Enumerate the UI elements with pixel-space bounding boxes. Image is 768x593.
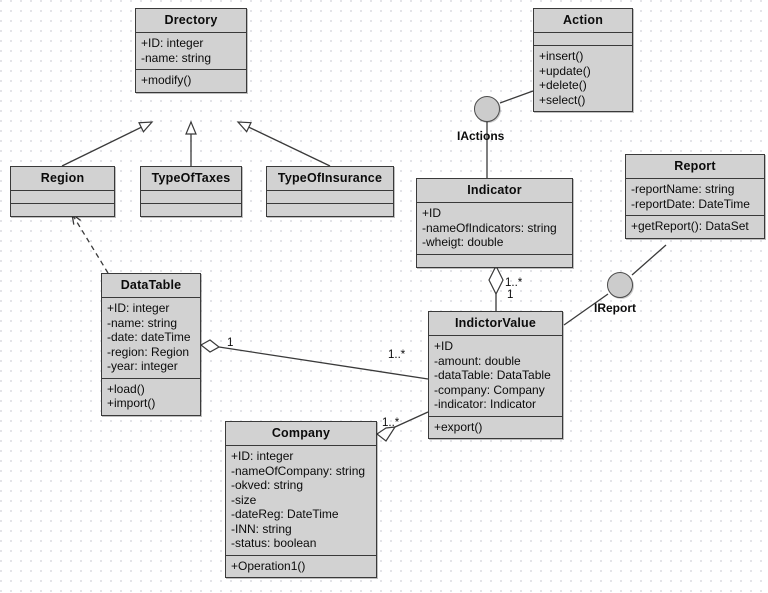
operation: +import() [107,396,156,410]
class-operations-action: +insert()+update()+delete()+select() [534,46,632,111]
class-name-indicator: Indicator [417,179,572,203]
uml-class-indicator[interactable]: Indicator+ID-nameOfIndicators: string-wh… [416,178,573,268]
attribute: -name: string [141,50,212,65]
attribute: -INN: string [231,521,292,536]
attribute: -company: Company [434,382,545,397]
uml-class-datatable[interactable]: DataTable+ID: integer-name: string-date:… [101,273,201,416]
operation: +insert() [539,49,584,63]
class-name-report: Report [626,155,764,179]
rel-region-generalization [61,121,154,167]
class-name-region: Region [11,167,114,191]
class-operations-indictorvalue: +export() [429,417,562,439]
operation: +update() [539,63,591,78]
interface-lollipop-ireport[interactable] [607,272,633,298]
class-attributes-indicator: +ID-nameOfIndicators: string-wheigt: dou… [417,203,572,255]
uml-class-indictorvalue[interactable]: IndictorValue+ID-amount: double-dataTabl… [428,311,563,439]
class-attributes-region [11,191,114,204]
class-operations-drectory: +modify() [136,70,246,92]
attribute: +ID: integer [141,36,204,50]
uml-class-company[interactable]: Company+ID: integer-nameOfCompany: strin… [225,421,377,578]
mult-datatable-1: 1 [227,337,234,349]
class-operations-company: +Operation1() [226,556,376,578]
uml-class-typeofinsurance[interactable]: TypeOfInsurance [266,166,394,217]
class-name-action: Action [534,9,632,33]
class-name-typeoftaxes: TypeOfTaxes [141,167,241,191]
class-name-indictorvalue: IndictorValue [429,312,562,336]
attribute: +ID: integer [231,449,294,463]
attribute: -dateReg: DateTime [231,507,339,521]
interface-label-ireport: IReport [594,301,636,315]
attribute: -reportName: string [631,182,735,196]
uml-class-drectory[interactable]: Drectory+ID: integer-name: string+modify… [135,8,247,93]
class-name-drectory: Drectory [136,9,246,33]
attribute: -wheigt: double [422,235,504,249]
class-operations-indicator [417,255,572,267]
attribute: +ID [434,339,454,353]
mult-company-1: 1..* [382,417,400,429]
rel-report-ireport [631,244,667,276]
operation: +Operation1() [231,558,306,573]
class-attributes-typeofinsurance [267,191,393,204]
operation: +delete() [539,78,587,92]
uml-class-report[interactable]: Report-reportName: string-reportDate: Da… [625,154,765,239]
operation: +select() [539,92,586,107]
rel-indicator-indictorvalue-aggregation [488,264,504,311]
class-name-company: Company [226,422,376,446]
operation: +export() [434,419,483,434]
class-operations-typeoftaxes [141,204,241,216]
attribute: -nameOfIndicators: string [422,220,557,235]
class-attributes-company: +ID: integer-nameOfCompany: string-okved… [226,446,376,556]
uml-class-typeoftaxes[interactable]: TypeOfTaxes [140,166,242,217]
class-operations-report: +getReport(): DataSet [626,216,764,238]
class-operations-datatable: +load()+import() [102,379,200,415]
attribute: -indicator: Indicator [434,397,537,411]
attribute: -name: string [107,315,178,330]
attribute: -size [231,492,257,507]
operation: +load() [107,381,145,396]
class-attributes-drectory: +ID: integer-name: string [136,33,246,70]
uml-class-region[interactable]: Region [10,166,115,217]
rel-datatable-region-dependency [71,212,109,274]
class-name-typeofinsurance: TypeOfInsurance [267,167,393,191]
attribute: -reportDate: DateTime [631,196,750,211]
class-attributes-indictorvalue: +ID-amount: double-dataTable: DataTable-… [429,336,562,417]
class-attributes-datatable: +ID: integer-name: string-date: dateTime… [102,298,200,379]
mult-indicator-one: 1 [507,289,514,301]
attribute: -status: boolean [231,536,317,550]
class-operations-typeofinsurance [267,204,393,216]
interface-lollipop-iactions[interactable] [474,96,500,122]
operation: +modify() [141,73,192,87]
mult-indictorvalue-left: 1..* [388,349,406,361]
rel-action-iactions [499,90,534,104]
class-operations-region [11,204,114,216]
attribute: -dataTable: DataTable [434,368,551,382]
attribute: -nameOfCompany: string [231,463,366,478]
operation: +getReport(): DataSet [631,219,749,233]
rel-typeofinsurance-generalization [236,121,331,167]
class-attributes-report: -reportName: string-reportDate: DateTime [626,179,764,216]
class-attributes-typeoftaxes [141,191,241,204]
attribute: -okved: string [231,478,304,492]
attribute: -year: integer [107,359,178,373]
attribute: -amount: double [434,353,521,368]
class-attributes-action [534,33,632,46]
attribute: -region: Region [107,344,190,359]
attribute: -date: dateTime [107,330,191,344]
class-name-datatable: DataTable [102,274,200,298]
attribute: +ID: integer [107,301,170,315]
interface-label-iactions: IActions [457,129,505,143]
attribute: +ID [422,206,442,220]
uml-class-action[interactable]: Action +insert()+update()+delete()+select… [533,8,633,112]
mult-indicator-bottom: 1..* [505,277,523,289]
